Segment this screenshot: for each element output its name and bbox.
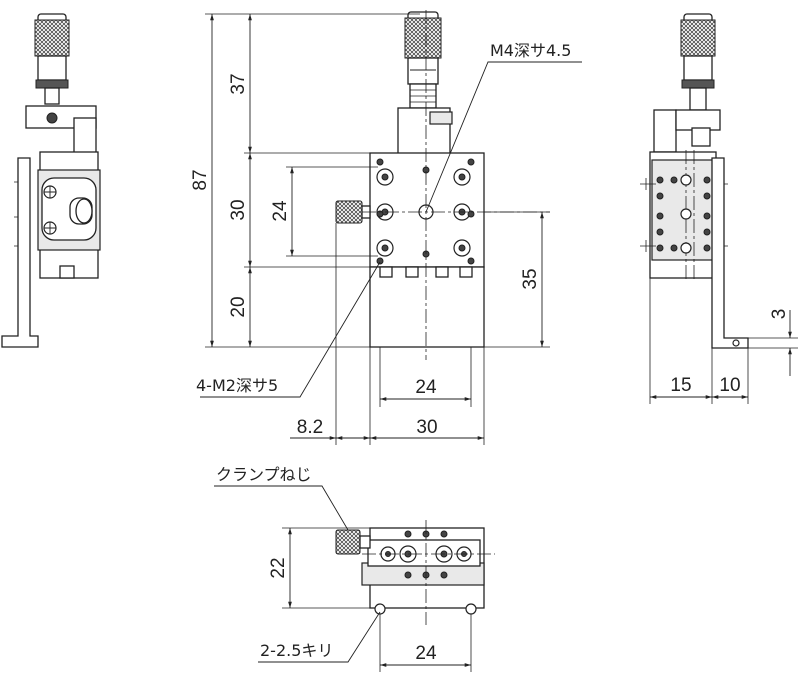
dim-10: 10 [719,375,740,396]
right-side-view [640,13,749,404]
dim-30-horizontal: 30 [416,417,437,438]
dim-20: 20 [228,296,249,317]
dim-24-horizontal: 24 [415,377,437,398]
dim-22: 22 [268,557,289,578]
dim-37: 37 [228,73,249,94]
label-clamp-screw: クランプねじ [216,465,312,484]
dim-15: 15 [670,375,691,396]
right-dimensions: 15 10 3 [650,309,798,404]
dim-24-vertical: 24 [270,200,291,222]
base-plate-front [369,266,485,348]
micrometer-head-left [34,13,70,105]
front-dimensions: 87 37 30 24 20 35 24 8.2 3 [190,13,550,445]
label-m4-depth: M4深サ4.5 [490,41,571,60]
mounting-holes-right [656,174,711,254]
l-bracket-left [1,157,39,348]
bottom-callouts: クランプねじ 2-2.5キリ [214,465,381,663]
bottom-dimensions: 22 24 [268,527,472,672]
l-bracket-right [711,157,749,349]
clamp-screw-bottom [335,529,361,555]
micrometer-head-front [404,11,442,109]
dim-24-bottom: 24 [415,643,437,664]
micrometer-head-right [680,13,716,111]
front-callouts: M4深サ4.5 4-M2深サ5 [196,41,582,398]
bottom-view [335,520,495,625]
front-view [335,10,550,360]
dim-30-vertical: 30 [228,199,249,220]
dim-8-2: 8.2 [297,417,323,438]
dim-35: 35 [520,268,541,289]
dim-3: 3 [769,309,790,320]
label-drill-holes: 2-2.5キリ [260,641,333,660]
mounting-holes-front [376,158,475,265]
dim-87: 87 [190,169,211,190]
left-side-view [1,13,101,348]
label-m2-depth: 4-M2深サ5 [196,376,278,395]
clamp-screw-front [335,200,363,224]
